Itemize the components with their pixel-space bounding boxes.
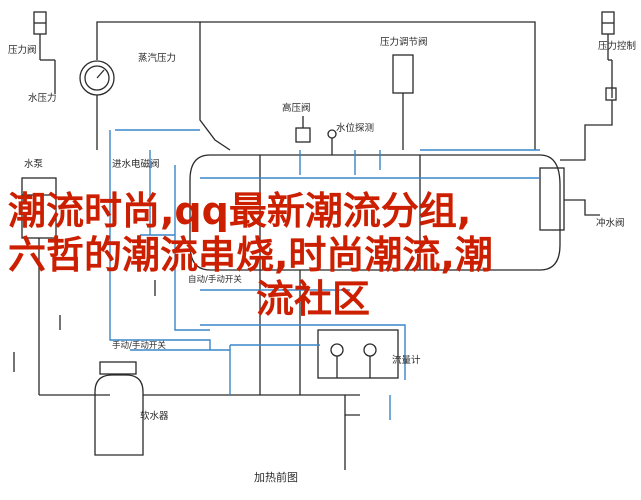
diagram-caption: 加热前图	[254, 471, 298, 484]
pressure-valve-left-icon	[33, 11, 56, 94]
label-softener: 软水器	[140, 411, 169, 422]
label-flow-meter: 流量计	[392, 355, 421, 366]
softener-tank-icon	[94, 361, 230, 456]
water-level-probe-icon	[327, 129, 337, 155]
high-pressure-valve-icon	[295, 116, 311, 143]
label-water-level-probe: 水位探测	[336, 123, 375, 134]
label-inlet-solenoid-valve: 进水电磁阀	[112, 159, 160, 170]
overlay-title-line-2: 六哲的潮流串烧,时尚潮流,潮	[8, 233, 493, 277]
label-high-pressure-valve: 高压阀	[282, 103, 311, 114]
label-steam-pressure: 蒸汽压力	[138, 53, 177, 64]
water-pump-icon	[21, 177, 110, 396]
overlay-title-line-1: 潮流时尚,qq最新潮流分组,	[8, 189, 472, 233]
label-pressure-control-valve: 压力调节阀	[380, 37, 428, 48]
label-water-pump: 水泵	[24, 159, 44, 170]
flow-meter-icon	[317, 329, 399, 379]
steam-pressure-gauge-icon	[79, 60, 115, 150]
label-pressure-control-right: 压力控制	[598, 41, 637, 52]
pressure-valve-right-icon	[601, 11, 617, 101]
label-pressure-valve-left: 压力阀	[8, 45, 37, 56]
label-drain-valve: 冲水阀	[596, 218, 625, 229]
label-water-pressure: 水压力	[28, 93, 57, 104]
pressure-control-valve-icon	[392, 54, 414, 150]
label-auto-manual-switch-1: 自动/手动开关	[188, 275, 242, 285]
boiler-tank	[189, 154, 565, 271]
overlay-title-line-3: 流社区	[256, 277, 371, 321]
label-auto-manual-switch-2: 手动/手动开关	[112, 341, 166, 351]
